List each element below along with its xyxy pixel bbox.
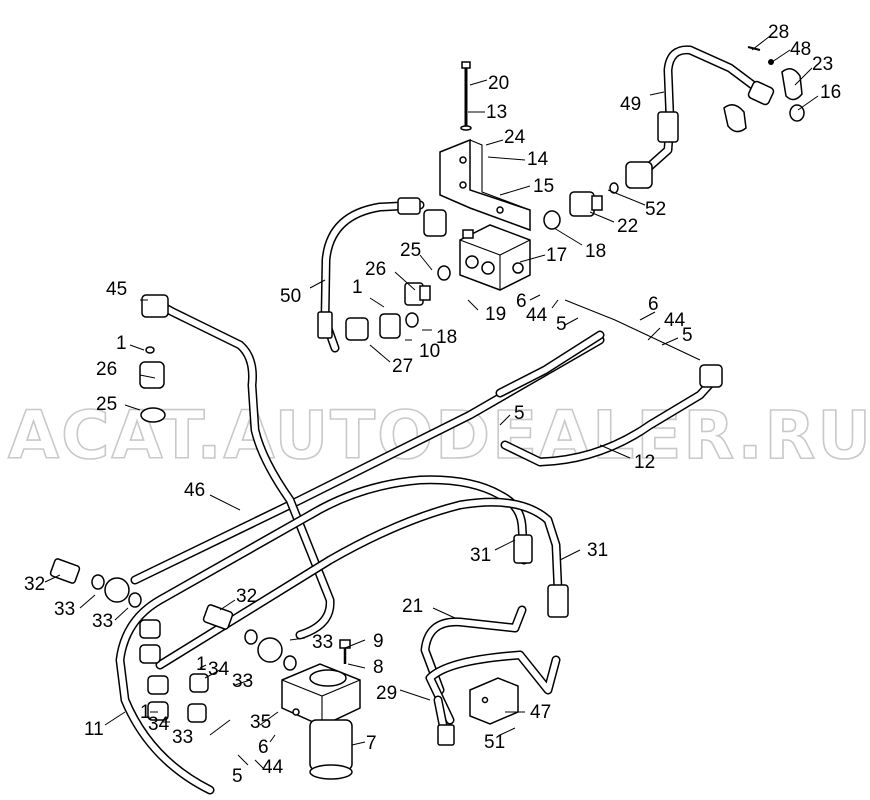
callout-5-middle: 5 <box>514 403 525 424</box>
callout-26-left: 26 <box>96 359 117 380</box>
callout-5-block: 5 <box>556 314 567 335</box>
fitting-10 <box>345 312 419 341</box>
callout-18-upper: 18 <box>585 241 606 262</box>
hose-49 <box>635 45 775 180</box>
callout-11: 11 <box>84 719 104 740</box>
callout-15: 15 <box>533 176 554 197</box>
callout-6-block: 6 <box>516 291 527 312</box>
callout-1-lower-b: 1 <box>140 702 151 723</box>
callout-33-lower-a: 33 <box>232 671 253 692</box>
callout-18-lower: 18 <box>436 327 457 348</box>
bolt-9 <box>339 639 351 664</box>
bracket-47 <box>469 677 519 725</box>
hose-29 <box>433 695 455 746</box>
callout-1-lower-a: 1 <box>196 654 207 675</box>
hoses <box>115 45 775 795</box>
callout-20: 20 <box>488 73 509 94</box>
callout-13: 13 <box>486 102 507 123</box>
hose-50 <box>317 197 447 353</box>
fitting-26-left <box>139 346 166 423</box>
callout-31-left: 31 <box>470 545 491 566</box>
callout-45: 45 <box>106 279 127 300</box>
tube-44-5 <box>495 299 701 398</box>
hose-12 <box>500 364 723 467</box>
callout-46: 46 <box>184 480 205 501</box>
callout-22: 22 <box>617 216 638 237</box>
hose-45 <box>141 294 335 640</box>
callout-33-left-lower: 33 <box>92 611 113 632</box>
callout-32-left: 32 <box>24 574 45 595</box>
callout-35: 35 <box>250 712 271 733</box>
callout-49: 49 <box>620 94 641 115</box>
steering-unit-7 <box>281 663 361 780</box>
callout-6-lower: 6 <box>258 737 269 758</box>
callout-44-right: 44 <box>664 310 686 331</box>
callout-23: 23 <box>812 54 833 75</box>
callout-25-left: 25 <box>96 394 117 415</box>
fittings-33 <box>49 558 297 723</box>
bolt-20 <box>460 61 472 131</box>
callout-44-lower: 44 <box>262 757 284 778</box>
callout-24: 24 <box>504 127 526 148</box>
valve-block-17 <box>459 224 531 291</box>
callout-16: 16 <box>820 82 841 103</box>
fitting-22 <box>543 161 653 230</box>
callout-33-left: 33 <box>54 599 75 620</box>
callout-27: 27 <box>392 356 413 377</box>
callout-1-left: 1 <box>116 333 127 354</box>
callout-29: 29 <box>376 683 397 704</box>
callout-5-lower: 5 <box>232 766 243 787</box>
callout-19: 19 <box>485 304 506 325</box>
callout-12: 12 <box>634 452 655 473</box>
callout-7: 7 <box>366 733 377 754</box>
hose-21 <box>420 605 561 725</box>
callout-9: 9 <box>373 631 384 652</box>
callout-6-right: 6 <box>648 294 659 315</box>
callout-1-upper: 1 <box>352 277 363 298</box>
fitting-26-upper <box>404 265 451 306</box>
callout-17: 17 <box>546 245 567 266</box>
callout-50: 50 <box>280 286 301 307</box>
callout-8: 8 <box>373 657 384 678</box>
leader-lines <box>44 35 819 769</box>
callout-52: 52 <box>645 199 666 220</box>
callout-28: 28 <box>768 22 789 43</box>
callout-labels: 20 13 24 14 15 28 48 23 16 49 52 22 18 1… <box>24 22 841 787</box>
callout-34-lower: 34 <box>148 714 170 735</box>
callout-32-middle: 32 <box>236 586 257 607</box>
callout-44-block: 44 <box>526 305 548 326</box>
callout-26-upper: 26 <box>365 259 386 280</box>
callout-33-middle: 33 <box>312 632 333 653</box>
callout-47: 47 <box>530 702 551 723</box>
callout-25-upper: 25 <box>400 240 421 261</box>
callout-34-upper: 34 <box>208 659 230 680</box>
callout-14: 14 <box>527 149 549 170</box>
callout-51: 51 <box>484 732 505 753</box>
bracket-15 <box>439 138 531 232</box>
hose-31 <box>155 497 569 670</box>
hose-11 <box>115 475 533 795</box>
callout-5-right: 5 <box>682 325 693 346</box>
callout-21: 21 <box>402 596 423 617</box>
callout-10: 10 <box>419 341 440 362</box>
callout-33-lower-b: 33 <box>172 727 193 748</box>
callout-31-right: 31 <box>587 540 608 561</box>
callout-48: 48 <box>790 39 811 60</box>
